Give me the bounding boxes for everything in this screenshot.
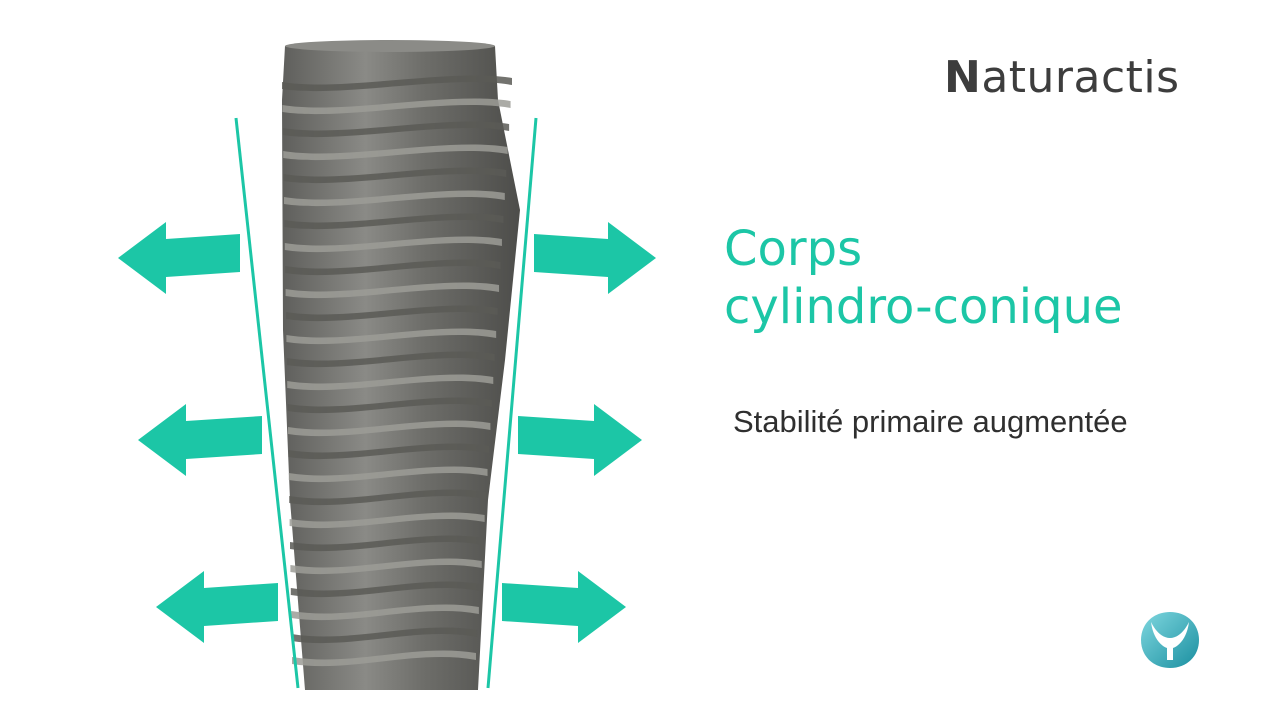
left-guide-line bbox=[234, 117, 300, 689]
subheadline: Stabilité primaire augmentée bbox=[733, 404, 1128, 439]
arrow-icon bbox=[534, 222, 656, 294]
right-guide-line bbox=[486, 117, 538, 689]
implant-threads bbox=[282, 75, 512, 667]
brand-initial: N bbox=[944, 52, 982, 103]
naturactis-logo-icon bbox=[1141, 612, 1199, 668]
headline-line-1: Corps bbox=[724, 221, 863, 277]
arrow-icon bbox=[138, 404, 262, 476]
brand-name-rest: aturactis bbox=[981, 52, 1180, 103]
arrow-icon bbox=[118, 222, 240, 294]
dental-implant bbox=[282, 40, 520, 690]
headline: Corps cylindro-conique bbox=[724, 220, 1264, 336]
headline-line-2: cylindro-conique bbox=[724, 279, 1123, 335]
arrow-icon bbox=[156, 571, 278, 643]
arrow-icon bbox=[518, 404, 642, 476]
arrow-icon bbox=[502, 571, 626, 643]
brand-logo: Naturactis bbox=[944, 52, 1180, 103]
